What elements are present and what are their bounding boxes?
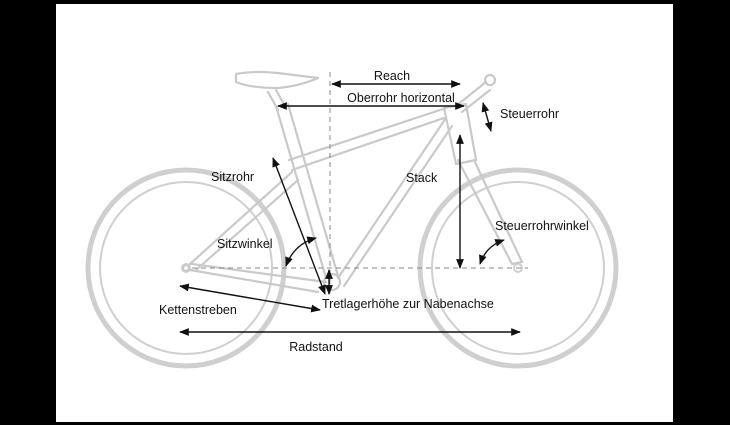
head-angle-label: Steuerrohrwinkel — [495, 219, 589, 233]
seat-tube-arrow — [272, 157, 326, 295]
wheelbase-label: Radstand — [289, 340, 343, 354]
seat-tube-label: Sitzrohr — [211, 170, 254, 184]
reach-label: Reach — [374, 69, 410, 83]
head-tube-arrow — [481, 102, 493, 132]
seat-angle-label: Sitzwinkel — [217, 237, 273, 251]
chainstay-arrow — [179, 283, 321, 313]
labels: Reach Oberrohr horizontal Steuerrohr Sit… — [159, 69, 589, 354]
top-tube-label: Oberrohr horizontal — [347, 91, 455, 105]
stack-label: Stack — [406, 171, 438, 185]
chainstays-label: Kettenstreben — [159, 303, 237, 317]
head-tube-label: Steuerrohr — [500, 107, 559, 121]
dimension-lines — [179, 80, 521, 336]
seat-angle-arc — [285, 236, 317, 267]
head-angle-arc — [479, 239, 505, 265]
bb-drop-label: Tretlagerhöhe zur Nabenachse — [322, 297, 494, 311]
